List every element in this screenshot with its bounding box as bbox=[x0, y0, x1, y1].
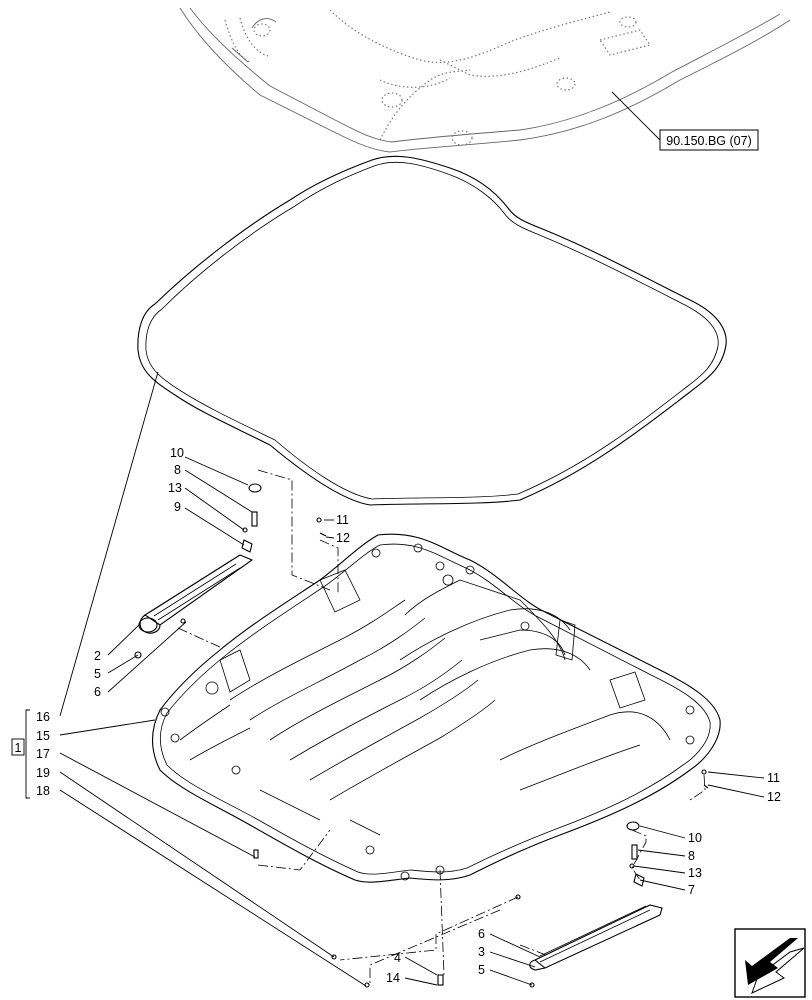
callout-3: 3 bbox=[478, 945, 485, 959]
callout-15: 15 bbox=[36, 729, 50, 743]
callout-8-right: 8 bbox=[688, 849, 695, 863]
view-direction-arrow-icon bbox=[734, 928, 806, 998]
callout-18: 18 bbox=[36, 784, 50, 798]
reference-headliner-ghost bbox=[179, 7, 791, 153]
hardware bbox=[134, 483, 709, 988]
group-label: 1 bbox=[15, 741, 22, 755]
leader-lines bbox=[59, 371, 765, 987]
callout-6-left: 6 bbox=[94, 685, 101, 699]
callout-10-top: 10 bbox=[170, 446, 184, 460]
callout-5-left: 5 bbox=[94, 667, 101, 681]
callout-10-right: 10 bbox=[688, 831, 702, 845]
group-bracket bbox=[11, 709, 30, 799]
callout-5-right: 5 bbox=[478, 963, 485, 977]
reference-box[interactable] bbox=[659, 129, 759, 151]
callout-17: 17 bbox=[36, 747, 50, 761]
callout-2: 2 bbox=[94, 649, 101, 663]
callout-13-top: 13 bbox=[168, 481, 182, 495]
reference-box-text: 90.150.BG (07) bbox=[666, 134, 751, 148]
callouts: 10 8 13 9 11 12 2 5 6 16 15 17 19 18 11 … bbox=[36, 446, 781, 985]
callout-11-top: 11 bbox=[336, 513, 349, 527]
insulation-pad bbox=[137, 155, 727, 506]
reference-leader bbox=[611, 91, 661, 141]
callout-7: 7 bbox=[688, 883, 695, 897]
callout-14: 14 bbox=[386, 971, 400, 985]
callout-19: 19 bbox=[36, 766, 50, 780]
right-air-vent bbox=[529, 904, 663, 971]
callout-8-top: 8 bbox=[174, 463, 181, 477]
left-air-vent bbox=[138, 554, 254, 634]
callout-11-right: 11 bbox=[767, 771, 780, 785]
callout-16: 16 bbox=[36, 710, 50, 724]
callout-13-right: 13 bbox=[688, 866, 702, 880]
callout-9: 9 bbox=[174, 500, 181, 514]
roof-lining bbox=[152, 533, 721, 883]
callout-4: 4 bbox=[394, 951, 401, 965]
callout-12-top: 12 bbox=[336, 531, 350, 545]
assembly-lines bbox=[177, 469, 706, 985]
callout-6-right: 6 bbox=[478, 927, 485, 941]
callout-12-right: 12 bbox=[767, 790, 781, 804]
